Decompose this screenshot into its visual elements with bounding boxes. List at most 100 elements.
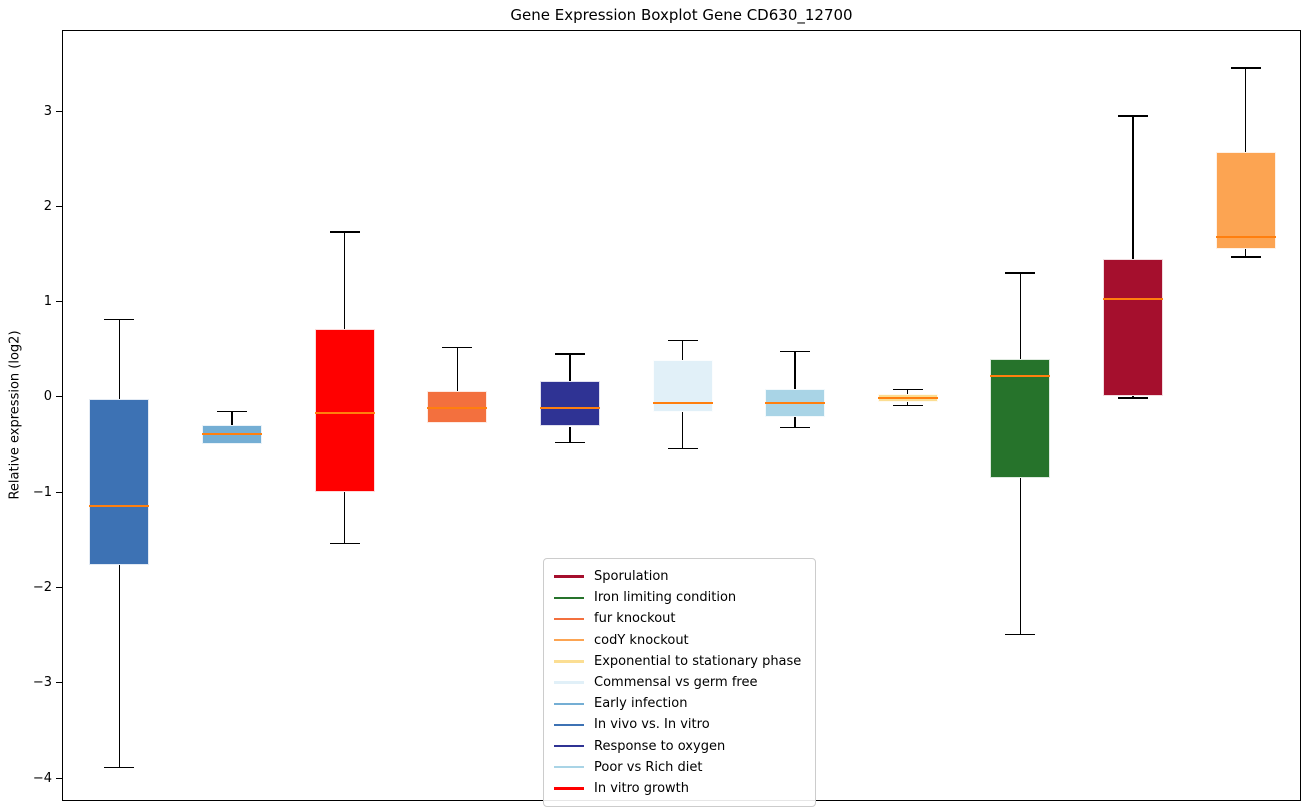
- median-line: [1215, 235, 1276, 238]
- box: [89, 398, 150, 565]
- y-tick-label: −2: [32, 580, 52, 596]
- median-line: [990, 374, 1051, 378]
- legend-item: Response to oxygen: [554, 736, 801, 757]
- box: [990, 358, 1051, 478]
- box: [652, 359, 713, 413]
- legend-label: Early infection: [594, 696, 688, 712]
- legend-item: Commensal vs germ free: [554, 672, 801, 693]
- legend-swatch: [554, 660, 584, 663]
- y-tick-label: −3: [32, 675, 52, 691]
- legend-item: Early infection: [554, 693, 801, 714]
- lower-whisker: [1132, 396, 1134, 398]
- median-line: [1103, 297, 1164, 300]
- legend-item: fur knockout: [554, 608, 801, 629]
- upper-whisker: [1132, 115, 1134, 259]
- upper-whisker: [456, 347, 458, 392]
- upper-whisker: [681, 340, 684, 360]
- lower-whisker: [118, 564, 120, 768]
- legend-swatch: [554, 575, 584, 578]
- legend-item: In vitro growth: [554, 778, 801, 799]
- y-tick-mark: [56, 491, 62, 493]
- legend-swatch: [554, 638, 584, 642]
- legend-swatch: [554, 766, 584, 769]
- upper-whisker: [343, 232, 346, 330]
- lower-whisker: [794, 416, 796, 428]
- legend-item: Iron limiting condition: [554, 587, 801, 608]
- lower-cap: [1118, 397, 1149, 399]
- median-line: [765, 401, 826, 404]
- upper-whisker: [118, 319, 120, 399]
- legend-item: codY knockout: [554, 630, 801, 651]
- upper-cap: [892, 388, 923, 391]
- box: [1103, 258, 1164, 396]
- median-line: [652, 401, 713, 404]
- y-tick-mark: [56, 110, 62, 112]
- upper-cap: [780, 350, 811, 352]
- lower-cap: [442, 421, 473, 424]
- legend-swatch: [554, 702, 584, 705]
- legend-item: In vivo vs. In vitro: [554, 714, 801, 735]
- upper-whisker: [1244, 68, 1247, 153]
- lower-cap: [1005, 633, 1036, 635]
- lower-whisker: [343, 492, 346, 544]
- y-tick-mark: [56, 205, 62, 207]
- y-axis-label: Relative expression (log2): [7, 330, 23, 500]
- median-line: [877, 396, 938, 399]
- upper-cap: [1230, 67, 1261, 69]
- legend-swatch: [554, 596, 584, 599]
- lower-whisker: [1244, 249, 1247, 257]
- legend-label: Exponential to stationary phase: [594, 653, 802, 669]
- y-tick-mark: [56, 777, 62, 779]
- upper-whisker: [231, 411, 233, 425]
- lower-whisker: [1019, 477, 1022, 635]
- lower-cap: [554, 442, 585, 444]
- legend-swatch: [554, 787, 584, 790]
- y-tick-mark: [56, 587, 62, 589]
- lower-cap: [329, 543, 360, 545]
- legend-item: Sporulation: [554, 566, 801, 587]
- box: [314, 329, 375, 493]
- upper-cap: [216, 410, 247, 412]
- y-tick-label: 1: [43, 294, 52, 310]
- y-tick-mark: [56, 682, 62, 684]
- legend-label: Response to oxygen: [594, 738, 726, 754]
- box: [427, 391, 488, 423]
- y-tick-label: 0: [43, 389, 52, 405]
- median-line: [427, 407, 488, 410]
- legend-swatch: [554, 617, 584, 621]
- upper-whisker: [569, 354, 571, 381]
- upper-cap: [667, 340, 698, 342]
- lower-cap: [667, 447, 698, 450]
- y-tick-label: −4: [32, 770, 52, 786]
- legend-label: Commensal vs germ free: [594, 675, 758, 691]
- y-tick-label: 3: [43, 103, 52, 119]
- lower-whisker: [907, 401, 909, 406]
- legend-swatch: [554, 723, 584, 727]
- upper-whisker: [1019, 273, 1022, 359]
- upper-cap: [554, 353, 585, 355]
- upper-cap: [442, 346, 473, 349]
- legend-swatch: [554, 744, 584, 748]
- legend-label: codY knockout: [594, 632, 689, 648]
- lower-whisker: [681, 412, 684, 449]
- lower-cap: [780, 426, 811, 429]
- y-tick-label: 2: [43, 198, 52, 214]
- legend-swatch: [554, 681, 584, 684]
- y-tick-mark: [56, 301, 62, 303]
- upper-cap: [104, 319, 135, 321]
- legend-label: In vitro growth: [594, 780, 689, 796]
- legend-label: fur knockout: [594, 611, 676, 627]
- median-line: [89, 504, 150, 507]
- legend-label: Poor vs Rich diet: [594, 759, 703, 775]
- legend-label: Sporulation: [594, 569, 669, 585]
- legend-item: Poor vs Rich diet: [554, 757, 801, 778]
- upper-cap: [1118, 115, 1149, 117]
- legend-item: Exponential to stationary phase: [554, 651, 801, 672]
- lower-cap: [892, 404, 923, 407]
- median-line: [201, 433, 262, 436]
- legend-label: Iron limiting condition: [594, 590, 737, 606]
- legend-label: In vivo vs. In vitro: [594, 717, 710, 733]
- lower-whisker: [569, 426, 571, 443]
- box: [1215, 152, 1276, 250]
